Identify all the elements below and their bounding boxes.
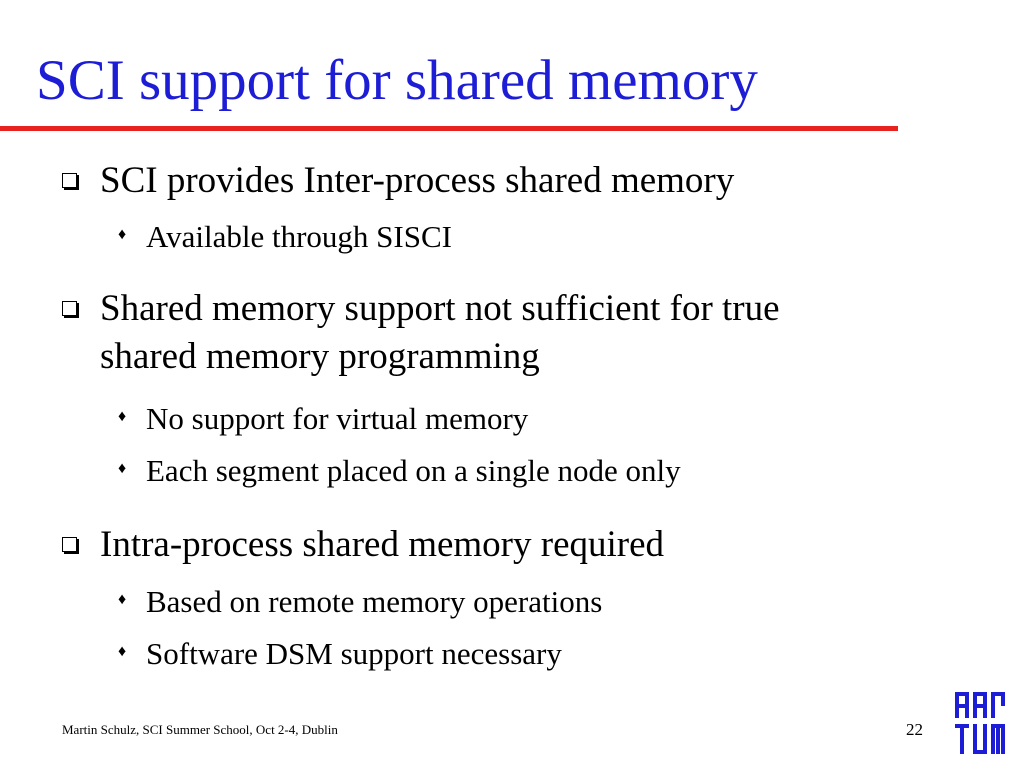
square-bullet-icon: [62, 285, 98, 333]
sub-bullet-item: ♦ Software DSM support necessary: [118, 634, 562, 674]
sub-bullet-item: ♦ Based on remote memory operations: [118, 582, 602, 622]
diamond-bullet-icon: ♦: [118, 591, 127, 608]
page-number: 22: [906, 720, 923, 739]
bullet-text: Shared memory support not sufficient for…: [100, 288, 780, 377]
title-underline: [0, 126, 898, 131]
sub-bullet-text: Each segment placed on a single node onl…: [146, 453, 681, 488]
sub-bullet-text: Software DSM support necessary: [146, 636, 562, 671]
slide-footer: Martin Schulz, SCI Summer School, Oct 2-…: [62, 722, 338, 737]
bullet-text: SCI provides Inter-process shared memory: [100, 160, 735, 201]
slide-title: SCI support for shared memory: [36, 49, 758, 112]
square-bullet-icon: [62, 521, 98, 569]
sub-bullet-text: Available through SISCI: [146, 219, 452, 254]
sub-bullet-item: ♦ No support for virtual memory: [118, 399, 528, 439]
sub-bullet-item: ♦ Each segment placed on a single node o…: [118, 451, 681, 491]
tum-logo-icon: [955, 692, 1005, 759]
bullet-item: Shared memory support not sufficient for…: [62, 285, 882, 381]
bullet-item: Intra-process shared memory required: [62, 521, 882, 569]
diamond-bullet-icon: ♦: [118, 226, 127, 243]
bullet-item: SCI provides Inter-process shared memory: [62, 157, 882, 205]
diamond-bullet-icon: ♦: [118, 460, 127, 477]
sub-bullet-text: Based on remote memory operations: [146, 584, 603, 619]
sub-bullet-text: No support for virtual memory: [146, 401, 529, 436]
diamond-bullet-icon: ♦: [118, 643, 127, 660]
square-bullet-icon: [62, 157, 98, 205]
bullet-text: Intra-process shared memory required: [100, 524, 665, 565]
diamond-bullet-icon: ♦: [118, 408, 127, 425]
sub-bullet-item: ♦ Available through SISCI: [118, 217, 452, 257]
